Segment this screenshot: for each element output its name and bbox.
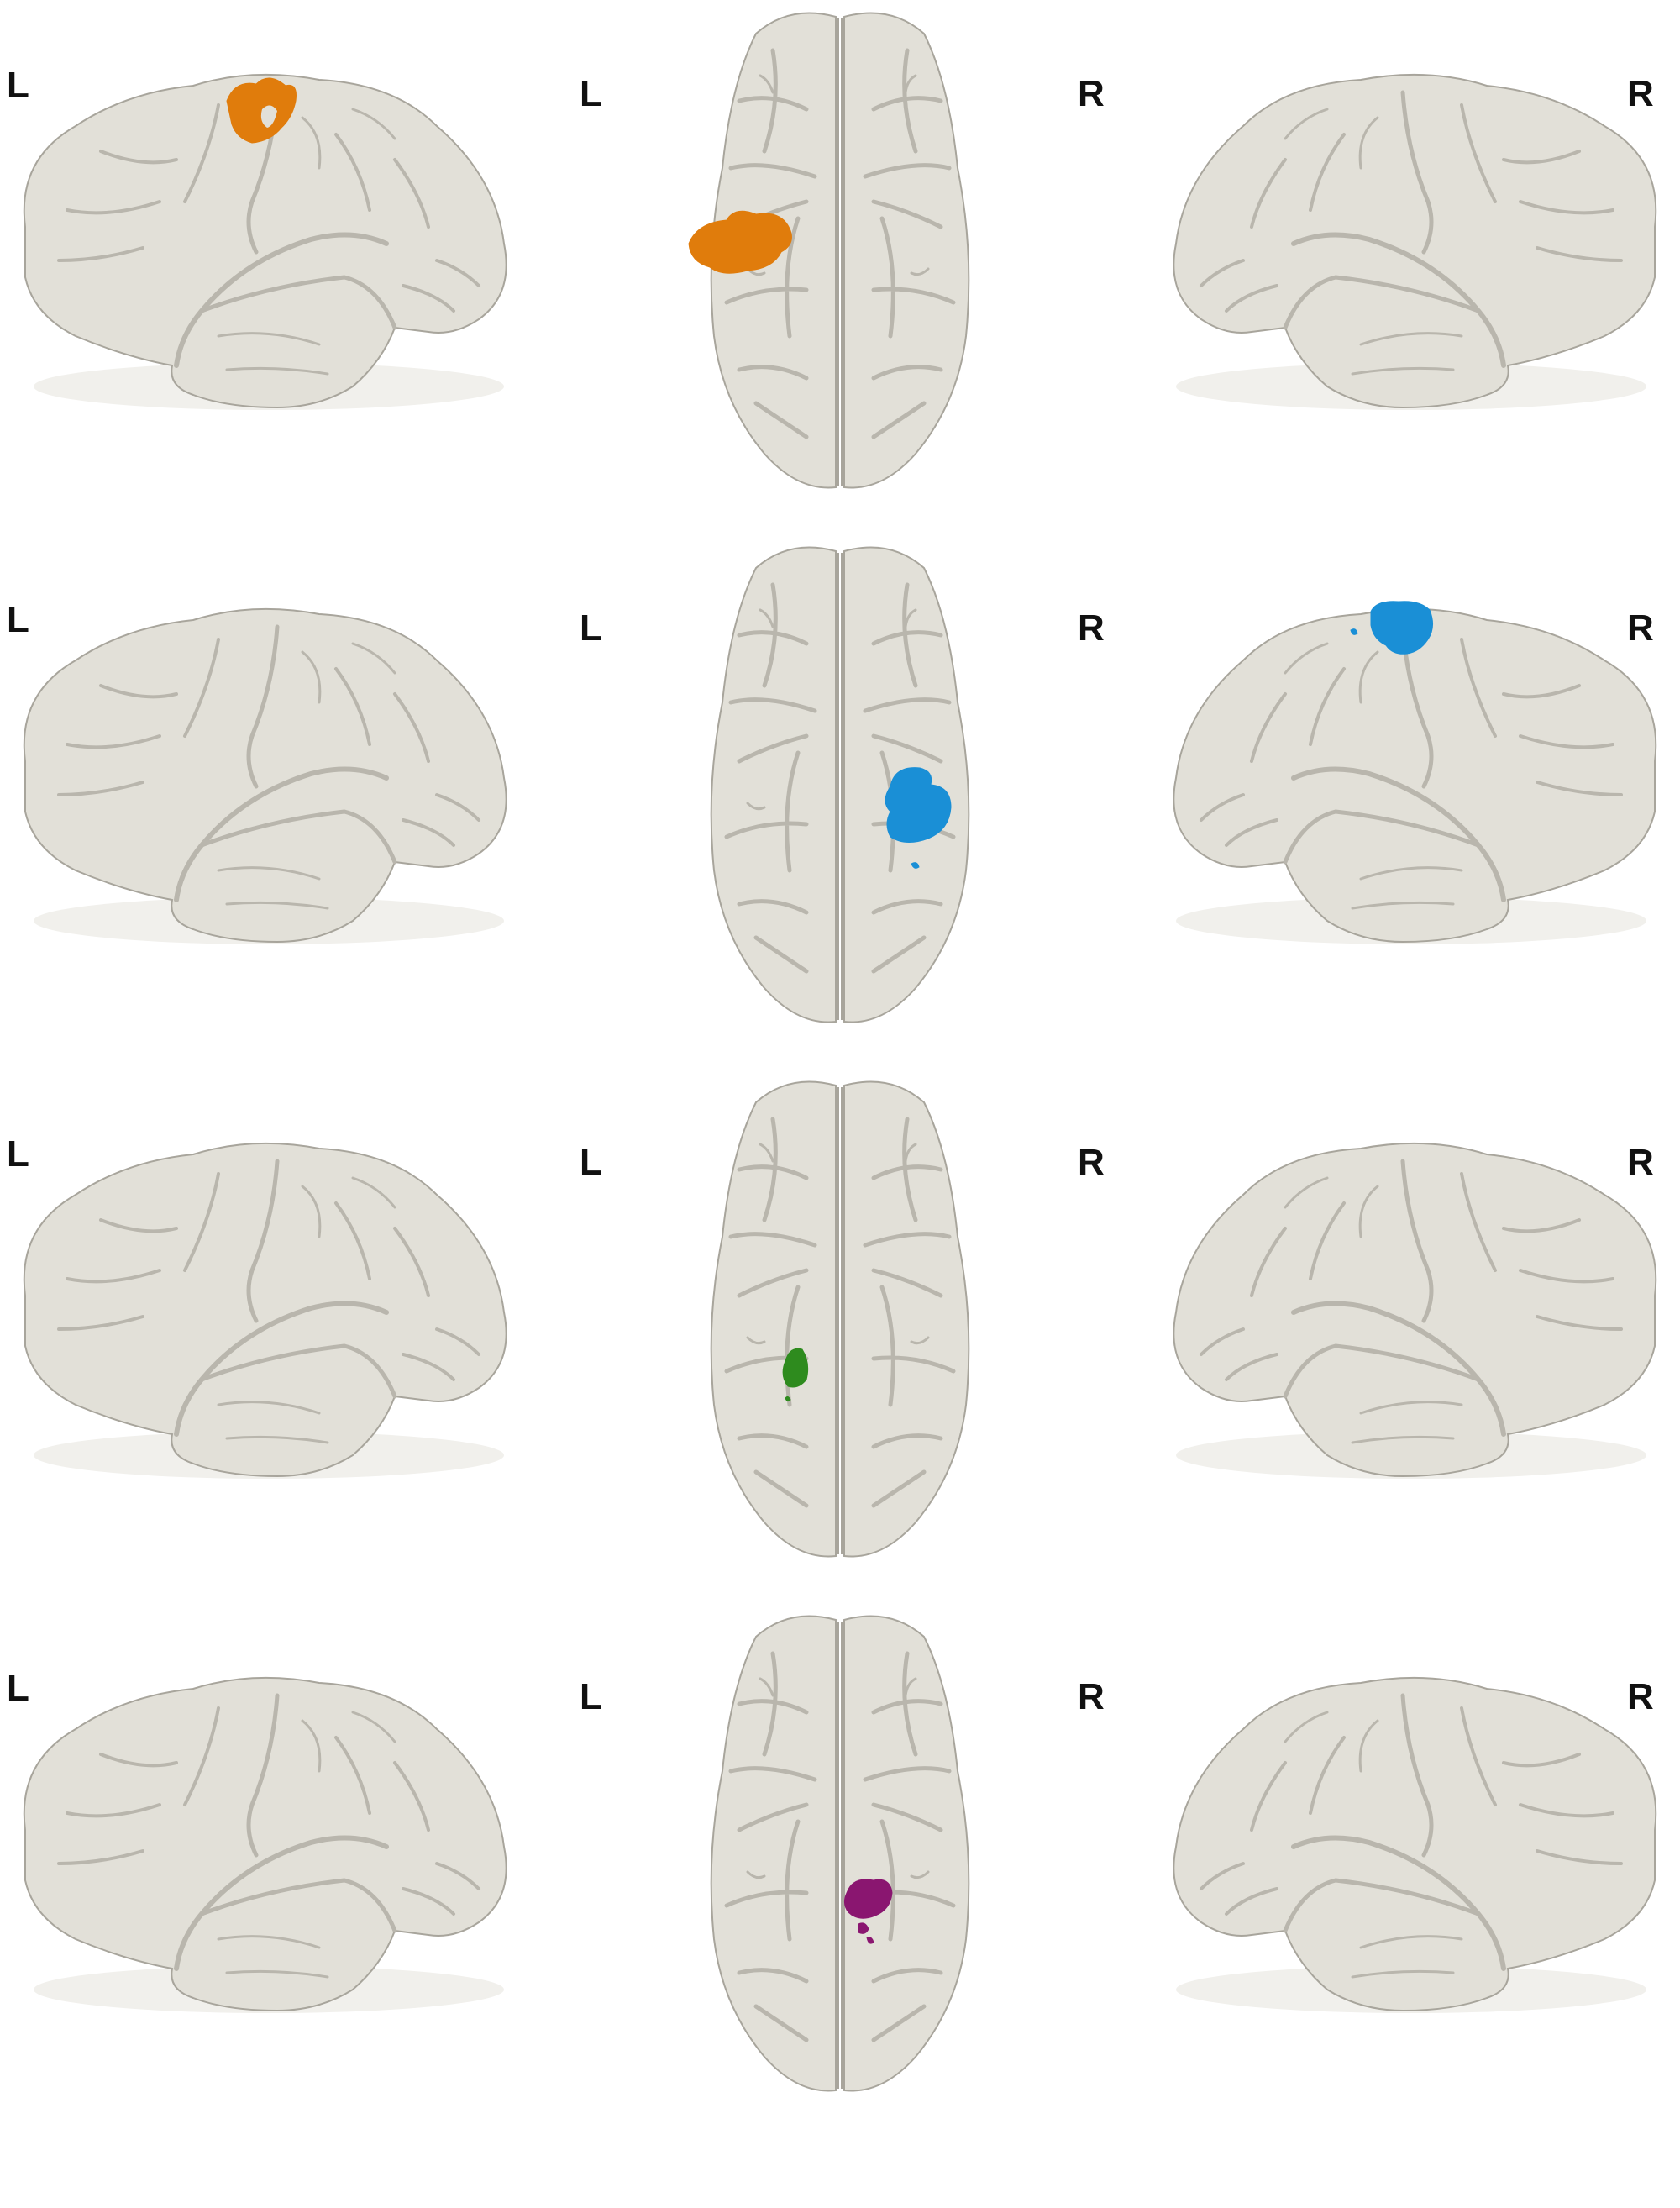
- figure-row-1: L L R R: [0, 0, 1680, 534]
- hemisphere-label-right: R: [1627, 1676, 1654, 1717]
- right-hemisphere-surface: [1173, 1676, 1657, 2013]
- dorsal-brain-surface: [710, 1080, 970, 1558]
- left-hemisphere-surface: [23, 1676, 507, 2013]
- hemisphere-label-right: R: [1078, 1142, 1105, 1183]
- hemisphere-label-right: R: [1078, 1676, 1105, 1717]
- hemisphere-label-left: L: [7, 599, 29, 640]
- figure-row-2: L L R R: [0, 534, 1680, 1069]
- hemisphere-label-left: L: [580, 607, 602, 649]
- dorsal-brain-surface: [710, 546, 970, 1023]
- hemisphere-label-left: L: [580, 1142, 602, 1183]
- figure-row-3: L L R R: [0, 1069, 1680, 1603]
- hemisphere-label-left: L: [580, 73, 602, 114]
- right-hemisphere-surface: [1173, 73, 1657, 410]
- left-lateral-brain-view: [23, 607, 507, 944]
- cluster-green: [782, 1348, 809, 1402]
- dorsal-brain-view: [688, 12, 970, 489]
- dorsal-brain-view: [710, 1080, 970, 1558]
- hemisphere-label-left: L: [580, 1676, 602, 1717]
- right-lateral-brain-view: [1173, 1676, 1657, 2013]
- left-lateral-brain-view: [23, 1676, 507, 2013]
- right-lateral-brain-view: [1173, 1142, 1657, 1479]
- left-hemisphere-surface: [23, 607, 507, 944]
- cluster-blue: [1350, 601, 1433, 655]
- cluster-orange: [688, 210, 792, 274]
- right-hemisphere-surface: [1173, 607, 1657, 944]
- cluster-orange: [226, 77, 297, 144]
- right-lateral-brain-view: [1173, 601, 1657, 944]
- dorsal-brain-view: [710, 1615, 970, 2092]
- right-lateral-brain-view: [1173, 73, 1657, 410]
- left-hemisphere-surface: [23, 1142, 507, 1479]
- figure-row-4: L L R R: [0, 1603, 1680, 2137]
- hemisphere-label-right: R: [1078, 73, 1105, 114]
- hemisphere-label-left: L: [7, 1133, 29, 1175]
- hemisphere-label-right: R: [1627, 73, 1654, 114]
- hemisphere-label-right: R: [1627, 607, 1654, 649]
- hemisphere-label-left: L: [7, 1668, 29, 1709]
- dorsal-brain-view: [710, 546, 970, 1023]
- dorsal-brain-surface: [710, 1615, 970, 2092]
- cluster-purple: [843, 1879, 893, 1944]
- cluster-blue: [885, 767, 952, 869]
- hemisphere-label-right: R: [1078, 607, 1105, 649]
- right-hemisphere-surface: [1173, 1142, 1657, 1479]
- hemisphere-label-right: R: [1627, 1142, 1654, 1183]
- left-lateral-brain-view: [23, 73, 507, 410]
- left-lateral-brain-view: [23, 1142, 507, 1479]
- hemisphere-label-left: L: [7, 65, 29, 106]
